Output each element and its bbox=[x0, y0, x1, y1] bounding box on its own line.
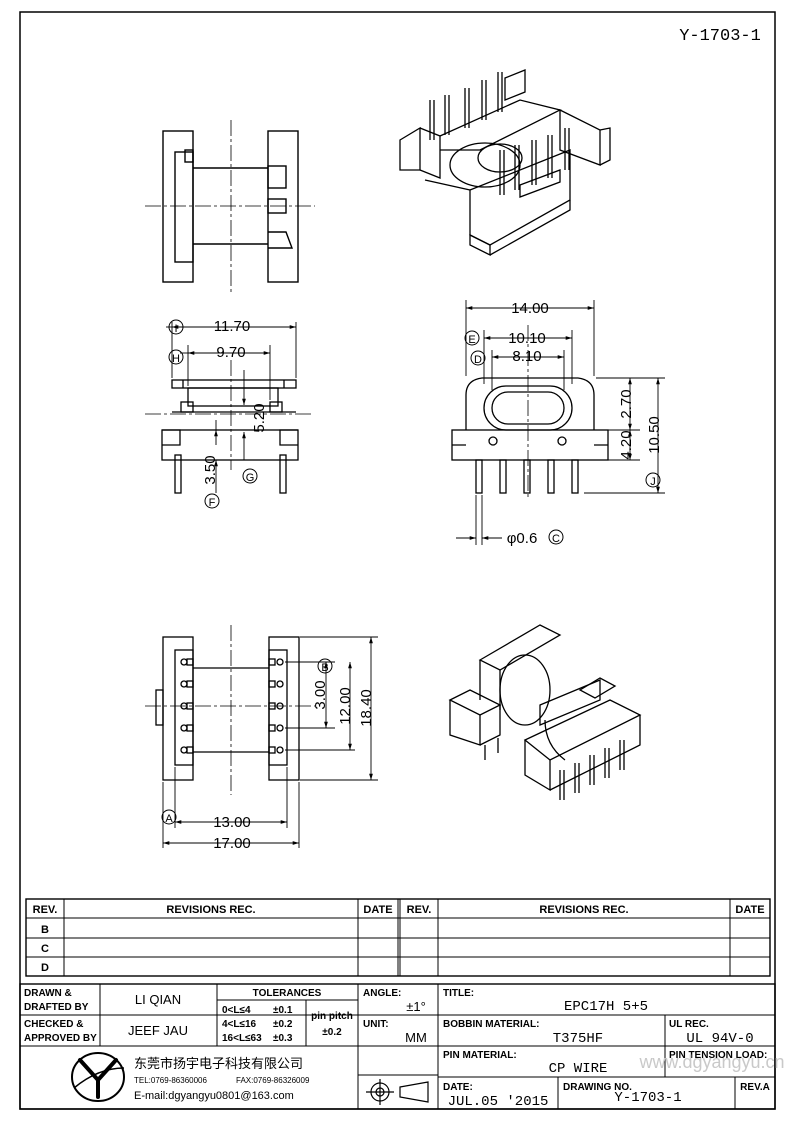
drawn-label-1: DRAWN & bbox=[24, 988, 72, 999]
drawing-number-top: Y-1703-1 bbox=[679, 27, 761, 46]
pin-material-value: CP WIRE bbox=[549, 1061, 608, 1077]
revisions-header-left: REVISIONS REC. bbox=[166, 904, 255, 916]
rev-row-b: B bbox=[41, 924, 49, 936]
ul-rec-value: UL 94V-0 bbox=[686, 1031, 753, 1047]
isometric-view-top bbox=[399, 69, 611, 257]
marker-h: H bbox=[172, 353, 180, 365]
dim-overall-length: 18.40 bbox=[358, 689, 375, 727]
company-email: E-mail:dgyangyu0801@163.com bbox=[134, 1090, 294, 1102]
tol-value-3: ±0.3 bbox=[273, 1033, 293, 1044]
marker-c: C bbox=[552, 533, 560, 545]
bottom-view bbox=[145, 625, 315, 795]
dim-bottom-inner: 13.00 bbox=[213, 814, 251, 831]
isometric-view-bottom bbox=[448, 624, 642, 800]
dim-pin-span: 12.00 bbox=[337, 687, 354, 725]
checked-label-1: CHECKED & bbox=[24, 1019, 83, 1030]
revision-table bbox=[25, 898, 771, 977]
front-view bbox=[451, 325, 609, 500]
date-header-left: DATE bbox=[363, 904, 392, 916]
tol-value-1: ±0.1 bbox=[273, 1005, 293, 1016]
bobbin-material-label: BOBBIN MATERIAL: bbox=[443, 1019, 539, 1030]
dim-window-outer: 10.10 bbox=[508, 330, 546, 347]
drawn-by-value: LI QIAN bbox=[135, 992, 181, 1007]
title-block-grid bbox=[19, 983, 776, 1110]
tol-range-2: 4<L≤16 bbox=[222, 1019, 257, 1030]
unit-label: UNIT: bbox=[363, 1019, 389, 1030]
date-label: DATE: bbox=[443, 1082, 473, 1093]
date-header-right: DATE bbox=[735, 904, 764, 916]
title-value: EPC17H 5+5 bbox=[564, 999, 648, 1015]
rev-header-right: REV. bbox=[407, 904, 432, 916]
dim-pin-pitch: 3.00 bbox=[312, 680, 329, 709]
pin-material-label: PIN MATERIAL: bbox=[443, 1050, 517, 1061]
front-view-dims bbox=[456, 300, 665, 545]
rev-row-d: D bbox=[41, 962, 49, 974]
dim-upper-height: 2.70 bbox=[618, 389, 635, 418]
top-view bbox=[145, 120, 315, 292]
marker-j: J bbox=[650, 476, 656, 488]
side-view bbox=[145, 360, 312, 494]
dim-total-height: 10.50 bbox=[646, 416, 663, 454]
company-logo bbox=[71, 1052, 125, 1102]
angle-value: ±1° bbox=[406, 999, 426, 1014]
marker-a: A bbox=[165, 813, 173, 825]
checked-label-2: APPROVED BY bbox=[24, 1033, 97, 1044]
tol-value-2: ±0.2 bbox=[273, 1019, 293, 1030]
dim-bottom-outer: 17.00 bbox=[213, 835, 251, 852]
dim-side-height: 5.20 bbox=[251, 403, 268, 432]
checked-by-value: JEEF JAU bbox=[128, 1023, 188, 1038]
revisions-header-right: REVISIONS REC. bbox=[539, 904, 628, 916]
dim-side-inner: 9.70 bbox=[216, 344, 245, 361]
marker-g: G bbox=[246, 472, 255, 484]
company-tel: TEL:0769-86360006 bbox=[134, 1076, 208, 1085]
projection-symbol-icon bbox=[366, 1079, 429, 1105]
pin-pitch-value: ±0.2 bbox=[322, 1027, 342, 1038]
marker-i: I bbox=[174, 323, 177, 335]
tol-range-1: 0<L≤4 bbox=[222, 1005, 251, 1016]
marker-b: B bbox=[321, 662, 328, 674]
bobbin-material-value: T375HF bbox=[553, 1031, 603, 1047]
date-value: JUL.05 '2015 bbox=[448, 1094, 549, 1110]
rev-label: REV.A bbox=[740, 1082, 770, 1093]
title-label: TITLE: bbox=[443, 988, 474, 999]
dim-window-inner: 8.10 bbox=[512, 348, 541, 365]
rev-header-left: REV. bbox=[33, 904, 58, 916]
watermark: www.dgyangyu.cn bbox=[638, 1052, 784, 1072]
marker-e: E bbox=[468, 334, 475, 346]
company-fax: FAX:0769-86326009 bbox=[236, 1076, 310, 1085]
company-name: 东莞市扬宇电子科技有限公司 bbox=[134, 1056, 303, 1071]
pin-pitch-label: pin pitch bbox=[311, 1011, 353, 1022]
marker-d: D bbox=[474, 354, 482, 366]
dim-side-width: 11.70 bbox=[214, 318, 250, 335]
dim-pin-length: 3.50 bbox=[202, 455, 219, 484]
dim-pin-row-height: 4.20 bbox=[618, 430, 635, 459]
marker-f: F bbox=[209, 497, 216, 509]
drawn-label-2: DRAFTED BY bbox=[24, 1002, 89, 1013]
tol-range-3: 16<L≤63 bbox=[222, 1033, 262, 1044]
angle-label: ANGLE: bbox=[363, 988, 401, 999]
unit-value: MM bbox=[405, 1030, 427, 1045]
dim-top-width: 14.00 bbox=[511, 300, 549, 317]
rev-row-c: C bbox=[41, 943, 49, 955]
ul-rec-label: UL REC. bbox=[669, 1019, 709, 1030]
pin-tension-label: PIN TENSION LOAD: bbox=[669, 1050, 767, 1061]
drawing-no-value: Y-1703-1 bbox=[614, 1090, 681, 1106]
bottom-view-dims bbox=[162, 636, 378, 848]
tolerances-label: TOLERANCES bbox=[253, 988, 322, 999]
dim-pin-diameter: φ0.6 bbox=[507, 530, 538, 547]
drawing-no-label: DRAWING NO. bbox=[563, 1082, 632, 1093]
